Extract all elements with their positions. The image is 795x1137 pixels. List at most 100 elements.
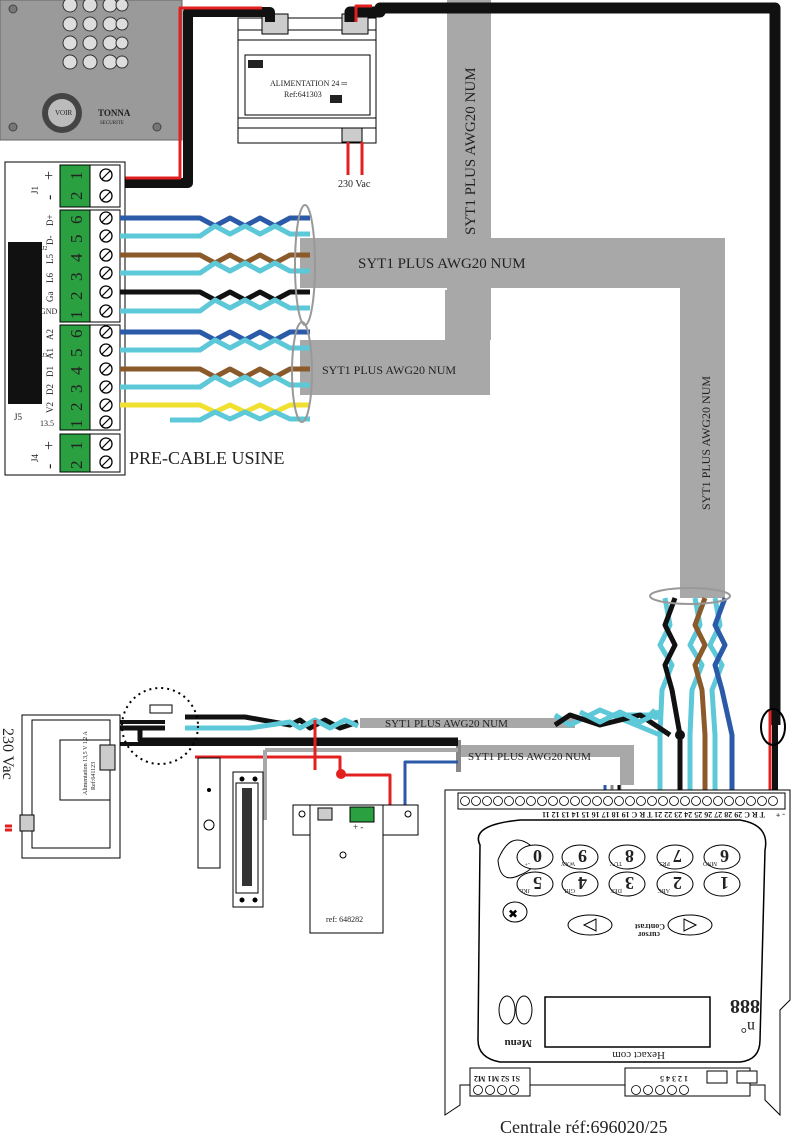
j2-label: J2 — [42, 246, 47, 252]
key-9-label: 9 — [578, 846, 587, 866]
cable-branch-lower — [300, 340, 490, 395]
key-0-letters: -+ — [524, 860, 530, 866]
j3-label-d2: D2 — [45, 384, 55, 395]
key-7[interactable] — [656, 844, 694, 870]
key-8-label: 8 — [625, 846, 634, 866]
j1-minus: - — [41, 195, 58, 200]
key-6[interactable] — [703, 844, 741, 870]
j3-label-a1: A1 — [45, 348, 55, 359]
j2-label-gnd: GND — [40, 307, 58, 316]
cable-bottom-2 — [458, 745, 633, 757]
central-title: Centrale réf:696020/25 — [500, 1117, 667, 1137]
cable-bottom-1 — [360, 718, 575, 728]
central-io-terms: 1 2 3 4 5 — [660, 1074, 688, 1083]
j4-plus: + — [41, 441, 58, 450]
push-button-detail — [121, 687, 199, 765]
j2-label-dplus: D+ — [45, 214, 55, 226]
j3-label-v2: V2 — [45, 402, 55, 413]
contrast-label: Contrast — [634, 922, 665, 931]
label-cable-branch: SYT1 PLUS AWG20 NUM — [322, 363, 456, 377]
key-9[interactable] — [561, 844, 599, 870]
j4-num-2: 2 — [67, 461, 86, 470]
key-9-letters: WXY — [560, 860, 575, 866]
label-cable-bottom-2: SYT1 PLUS AWG20 NUM — [468, 751, 591, 763]
j2-label-ga: Ga — [45, 292, 55, 303]
maglock — [197, 757, 264, 908]
key-4[interactable] — [561, 871, 599, 897]
key-0-label: 0 — [533, 846, 542, 866]
lock-box-ref: ref: 648282 — [326, 915, 363, 924]
j2-label-l6: L6 — [45, 273, 55, 283]
key-2[interactable] — [656, 871, 694, 897]
central-terminals-left: T R C 29 28 27 26 25 24 23 22 21 T R C 1… — [542, 810, 765, 819]
key-6-label: 6 — [720, 846, 729, 866]
power-supply-top: ALIMENTATION 24 ═ Ref:641303 — [237, 13, 377, 144]
key-1-label: 1 — [720, 873, 729, 893]
left-psu-label: Alimentation 13,5 V 1,2 A — [83, 731, 89, 795]
key-7-label: 7 — [673, 846, 682, 866]
psu-top-title: ALIMENTATION 24 ═ — [270, 79, 347, 88]
key-3[interactable] — [608, 871, 646, 897]
j4-num-1: 1 — [67, 442, 86, 451]
menu-label: Menu — [505, 1037, 533, 1049]
j1-label: J1 — [30, 186, 40, 194]
label-cable-bottom-1: SYT1 PLUS AWG20 NUM — [385, 718, 508, 730]
j2-label-dminus: D- — [45, 236, 55, 246]
central-n: n° — [741, 1018, 755, 1035]
cursor-label: cursor — [637, 930, 660, 939]
key-1[interactable] — [703, 871, 741, 897]
key-2-letters: ABC — [658, 887, 670, 893]
j1-plus: + — [41, 171, 58, 180]
menu-button-left[interactable] — [498, 995, 516, 1025]
j2-num-5: 5 — [67, 235, 86, 244]
label-cable-vertical-top: SYT1 PLUS AWG20 NUM — [463, 67, 479, 235]
key-4-label: 4 — [578, 873, 587, 893]
j2-num-3: 3 — [67, 273, 86, 282]
j2-label-l5: L5 — [45, 254, 55, 264]
cable-sheaths — [300, 0, 725, 785]
key-5-label: 5 — [533, 873, 542, 893]
j3-num-6: 6 — [67, 330, 86, 339]
j5-connector — [8, 242, 42, 404]
close-icon: ✖ — [508, 907, 518, 921]
j2-num-4: 4 — [67, 253, 86, 262]
left-psu-mains: 230 Vac — [0, 728, 16, 780]
key-0[interactable] — [516, 844, 554, 870]
key-4-letters: GHI — [564, 887, 575, 893]
key-5[interactable] — [516, 871, 554, 897]
key-8[interactable] — [608, 844, 646, 870]
label-cable-horizontal: SYT1 PLUS AWG20 NUM — [358, 256, 526, 272]
left-psu-ref: Ref:641123 — [90, 762, 97, 790]
j3-label-d1: D1 — [45, 366, 55, 377]
psu-top-ref: Ref:641303 — [284, 90, 322, 99]
key-3-letters: DEF — [610, 887, 622, 893]
central-brand: Hexact com — [612, 1049, 665, 1061]
key-8-letters: TUV — [609, 860, 622, 866]
key-6-letters: MNO — [702, 860, 717, 866]
lock-box-signs: + - — [353, 822, 363, 832]
keypad-center-label: VOIR — [55, 109, 72, 117]
label-cable-vertical-right: SYT1 PLUS AWG20 NUM — [699, 376, 713, 510]
j2-num-2: 2 — [67, 292, 86, 301]
j4-label: J4 — [30, 453, 40, 462]
j1-num-2: 2 — [67, 192, 86, 201]
j3-label-135: 13.5 — [40, 419, 54, 428]
j5-label: J5 — [14, 412, 23, 422]
j1-num-1: 1 — [67, 172, 86, 181]
menu-button-right[interactable] — [515, 995, 533, 1025]
keypad-panel: VOIR TONNA SECURITE — [0, 0, 183, 141]
central-s-terms: S1 S2 M1 M2 — [474, 1074, 520, 1083]
j3-num-2: 2 — [67, 403, 86, 412]
j4-minus: - — [41, 464, 58, 469]
lock-box: + - ref: 648282 — [292, 804, 419, 934]
central-display: 888 — [730, 995, 760, 1017]
cable-vertical-right — [680, 238, 725, 598]
j3-label-a2: A2 — [45, 329, 55, 340]
j3-num-3: 3 — [67, 385, 86, 394]
j2-num-1: 1 — [67, 311, 86, 320]
keypad-brand: TONNA — [98, 108, 131, 118]
j3-num-4: 4 — [67, 366, 86, 375]
key-2-label: 2 — [673, 873, 682, 893]
key-5-letters: JKL — [519, 887, 530, 893]
